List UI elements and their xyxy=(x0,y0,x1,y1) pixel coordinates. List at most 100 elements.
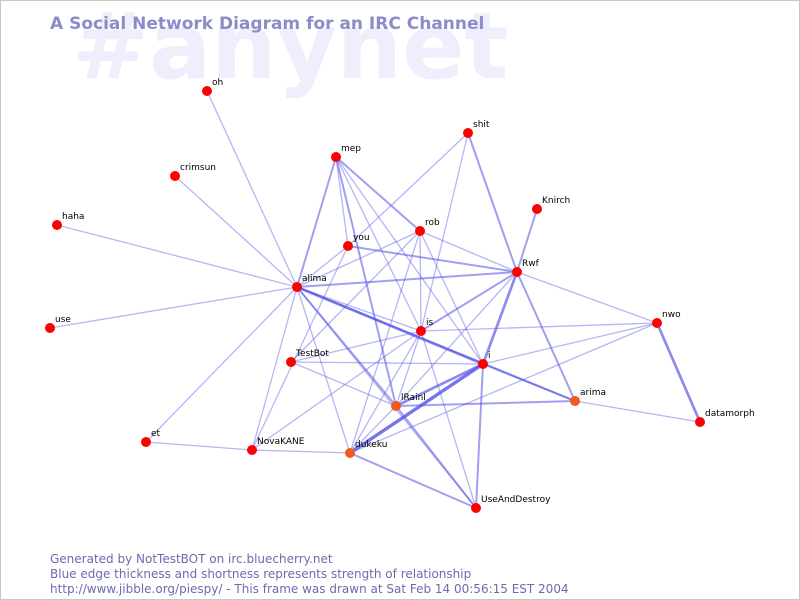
edge-mep-i xyxy=(335,156,484,365)
node-dot-oh xyxy=(202,86,212,96)
node-label-you: you xyxy=(353,233,370,243)
node-dot-alima xyxy=(292,282,302,292)
edge-rob-alima xyxy=(296,230,421,288)
node-label-alima: alima xyxy=(302,274,327,284)
node-oh: oh xyxy=(202,78,223,96)
node-is: is xyxy=(416,318,434,336)
node-et: et xyxy=(141,429,161,447)
edge-novakane-alima xyxy=(251,286,298,451)
node-dot-novakane xyxy=(247,445,257,455)
edge-raini-useanddestroy xyxy=(395,405,477,509)
node-rob: rob xyxy=(415,218,440,236)
edge-is-novakane xyxy=(251,330,422,451)
edge-raini-dukeku xyxy=(349,405,397,454)
edge-raini-arima xyxy=(395,400,576,407)
node-label-datamorph: datamorph xyxy=(705,409,755,419)
node-label-useanddestroy: UseAndDestroy xyxy=(481,495,551,505)
node-label-nwo: nwo xyxy=(662,310,681,320)
node-dot-shit xyxy=(463,128,473,138)
edge-dukeku-useanddestroy xyxy=(349,452,477,509)
diagram-title: A Social Network Diagram for an IRC Chan… xyxy=(50,14,484,34)
edge-rob-is xyxy=(419,230,422,332)
edge-mep-alima xyxy=(296,156,337,288)
node-label-rob: rob xyxy=(425,218,440,228)
edge-rob-dukeku xyxy=(349,230,421,454)
edge-alima-rwf xyxy=(296,271,518,288)
node-dot-testbot xyxy=(286,357,296,367)
edge-nwo-i xyxy=(482,322,658,365)
node-dot-is xyxy=(416,326,426,336)
edge-i-testbot xyxy=(290,361,484,365)
node-dot-dukeku xyxy=(345,448,355,458)
node-label-crimsun: crimsun xyxy=(180,163,216,173)
node-dot-nwo xyxy=(652,318,662,328)
edge-alima-raini xyxy=(296,286,397,407)
node-label-testbot: TestBot xyxy=(295,349,329,359)
edge-oh-alima xyxy=(206,90,298,288)
node-arima: arima xyxy=(570,388,606,406)
edge-you-alima xyxy=(296,245,349,288)
node-label-dukeku: dukeku xyxy=(355,440,387,450)
footer-source-line: http://www.jibble.org/piespy/ - This fra… xyxy=(50,582,569,596)
node-dot-crimsun xyxy=(170,171,180,181)
edge-rwf-arima xyxy=(516,271,576,402)
node-label-shit: shit xyxy=(473,120,490,130)
edge-rwf-is xyxy=(420,271,518,332)
node-novakane: NovaKANE xyxy=(247,437,305,455)
edge-mep-you xyxy=(335,156,349,247)
node-label-mep: mep xyxy=(341,144,361,154)
node-useanddestroy: UseAndDestroy xyxy=(471,495,551,513)
node-label-arima: arima xyxy=(580,388,606,398)
node-dot-knirch xyxy=(532,204,542,214)
edge-novakane-dukeku xyxy=(251,449,351,454)
edge-arima-datamorph xyxy=(574,400,701,423)
node-i: i xyxy=(478,351,491,369)
footer: Generated by NotTestBOT on irc.bluecherr… xyxy=(50,552,569,597)
edge-shit-rwf xyxy=(467,132,518,273)
edge-testbot-raini xyxy=(290,361,397,407)
edge-shit-is xyxy=(420,132,469,332)
node-use: use xyxy=(45,315,71,333)
node-dot-rob xyxy=(415,226,425,236)
node-knirch: Knirch xyxy=(532,196,570,214)
edge-i-raini xyxy=(394,362,485,408)
node-alima: alima xyxy=(292,274,327,292)
node-datamorph: datamorph xyxy=(695,409,755,427)
edge-i-useanddestroy xyxy=(475,363,484,509)
edge-mep-is xyxy=(335,156,422,332)
node-mep: mep xyxy=(331,144,361,162)
node-dot-arima xyxy=(570,396,580,406)
node-nwo: nwo xyxy=(652,310,681,328)
edge-nwo-dukeku xyxy=(349,322,658,454)
edge-mep-rob xyxy=(335,156,421,232)
node-raini: lRainl xyxy=(391,393,426,411)
footer-legend-note: Blue edge thickness and shortness repres… xyxy=(50,567,472,581)
node-rwf: Rwf xyxy=(512,259,540,277)
node-label-et: et xyxy=(151,429,161,439)
edge-rob-rwf xyxy=(419,230,518,273)
edge-shit-you xyxy=(347,132,469,247)
node-dot-datamorph xyxy=(695,417,705,427)
edge-rwf-i xyxy=(481,270,519,366)
node-dot-raini xyxy=(391,401,401,411)
edge-nwo-datamorph xyxy=(655,321,702,424)
node-dot-you xyxy=(343,241,353,251)
edge-you-rwf xyxy=(347,245,518,273)
node-label-rwf: Rwf xyxy=(522,259,540,269)
edge-you-novakane xyxy=(251,245,349,451)
footer-generated-by: Generated by NotTestBOT on irc.bluecherr… xyxy=(50,552,333,566)
node-label-knirch: Knirch xyxy=(542,196,570,206)
edge-alima-dukeku xyxy=(296,286,351,454)
channel-watermark: #anynet xyxy=(72,0,509,100)
edge-i-arima xyxy=(482,363,576,402)
edge-rwf-nwo xyxy=(516,271,658,324)
node-crimsun: crimsun xyxy=(170,163,216,181)
node-label-oh: oh xyxy=(212,78,223,88)
node-dot-i xyxy=(478,359,488,369)
node-haha: haha xyxy=(52,212,84,230)
node-label-novakane: NovaKANE xyxy=(257,437,305,447)
